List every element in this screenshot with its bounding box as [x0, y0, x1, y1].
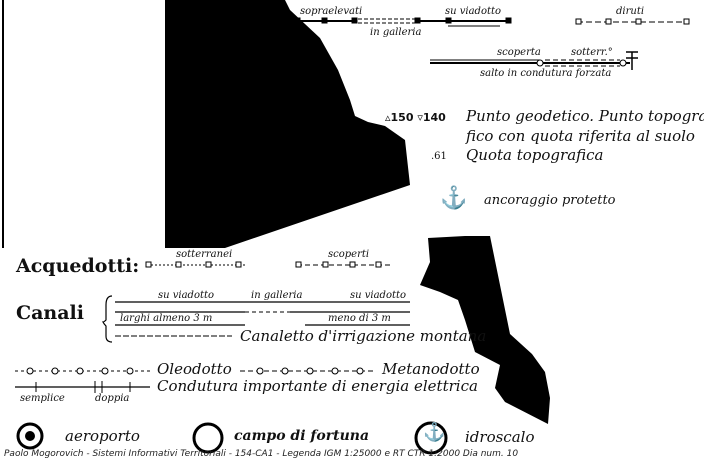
quota-label: Quota topografica: [466, 146, 604, 164]
scoperta-symbol: [430, 51, 638, 70]
label-sopraelevati: sopraelevati: [300, 6, 363, 17]
label-canaletto: Canaletto d'irrigazione montana: [240, 327, 487, 345]
geodetic-line1: Punto geodetico. Punto topogra-: [466, 107, 704, 125]
idroscalo-anchor-icon: ⚓: [423, 422, 446, 443]
label-in-galleria-top: in galleria: [370, 27, 422, 38]
label-canali-su-viadotto-1: su viadotto: [158, 290, 215, 301]
label-doppia: doppia: [95, 393, 130, 404]
label-sotterranei: sotterranei: [176, 249, 233, 260]
aeroporto-icon: [16, 422, 44, 450]
idroscalo-icon: [414, 421, 448, 455]
label-idroscalo: idroscalo: [465, 428, 535, 446]
label-scoperti: scoperti: [328, 249, 370, 260]
label-metanodotto: Metanodotto: [382, 360, 480, 378]
sopraelevati-symbol: [294, 17, 512, 27]
geodetic-line2: fico con quota riferita al suolo: [466, 127, 695, 145]
label-larghi: larghi almeno 3 m: [120, 313, 213, 324]
label-canali-su-viadotto-2: su viadotto: [350, 290, 407, 301]
canali-symbol: [102, 295, 410, 343]
oleodotto-symbol: [15, 367, 150, 375]
label-salto: salto in condutura forzata: [480, 68, 612, 79]
label-oleodotto: Oleodotto: [157, 360, 232, 378]
black-shape-top: [165, 0, 410, 248]
anchor-icon: ⚓: [440, 185, 468, 211]
label-canali-in-galleria: in galleria: [251, 290, 303, 301]
acquedotti-sotterranei-symbol: [145, 261, 247, 268]
diruti-symbol: [575, 18, 690, 25]
canali-title: Canali: [16, 302, 84, 324]
label-su-viadotto-top: su viadotto: [445, 6, 502, 17]
footer-text: Paolo Mogorovich - Sistemi Informativi T…: [4, 449, 519, 459]
label-sotterr: sotterr.°: [571, 47, 613, 58]
campo-di-fortuna-icon: [192, 422, 224, 454]
label-ancoraggio: ancoraggio protetto: [484, 193, 616, 208]
metanodotto-symbol: [240, 367, 375, 375]
label-aeroporto: aeroporto: [65, 427, 140, 445]
quota-code: .61: [431, 151, 447, 162]
acquedotti-scoperti-symbol: [295, 261, 393, 268]
acquedotti-title: Acquedotti:: [16, 255, 140, 277]
label-campo: campo di fortuna: [234, 428, 370, 444]
label-semplice: semplice: [20, 393, 65, 404]
label-scoperta: scoperta: [497, 47, 541, 58]
label-diruti: diruti: [616, 6, 645, 17]
condutura-symbol: [15, 381, 150, 393]
black-shape-bottom: [420, 236, 550, 424]
geodetic-codes: ▵150 ▿140: [385, 111, 446, 124]
label-meno: meno di 3 m: [328, 313, 391, 324]
label-condutura: Condutura importante di energia elettric…: [157, 377, 478, 395]
